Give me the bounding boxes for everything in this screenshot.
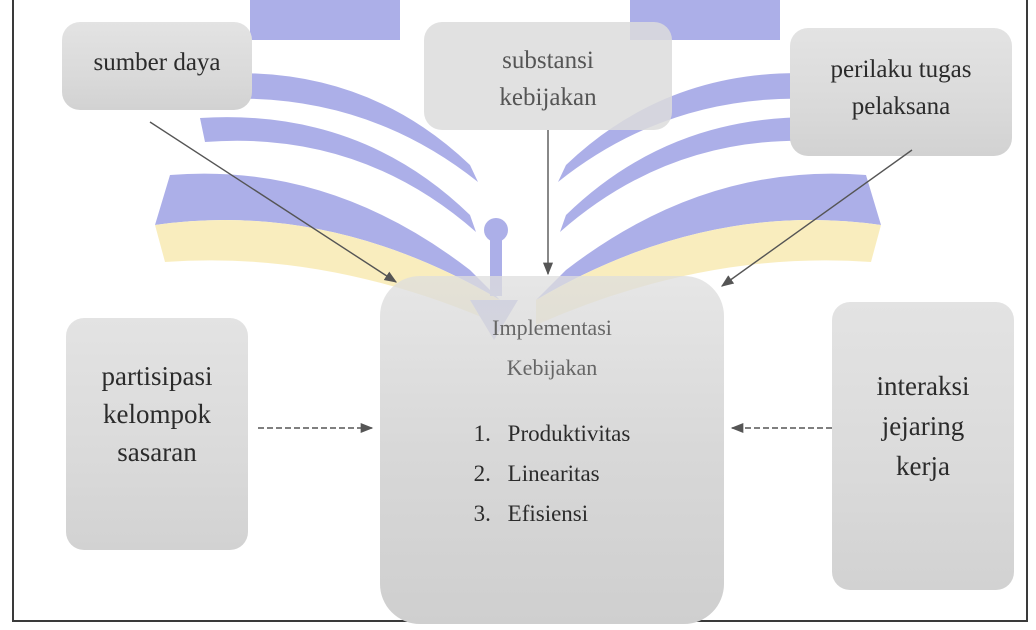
arrow-sumber-daya [150,122,396,282]
arrow-perilaku-tugas [722,150,912,286]
